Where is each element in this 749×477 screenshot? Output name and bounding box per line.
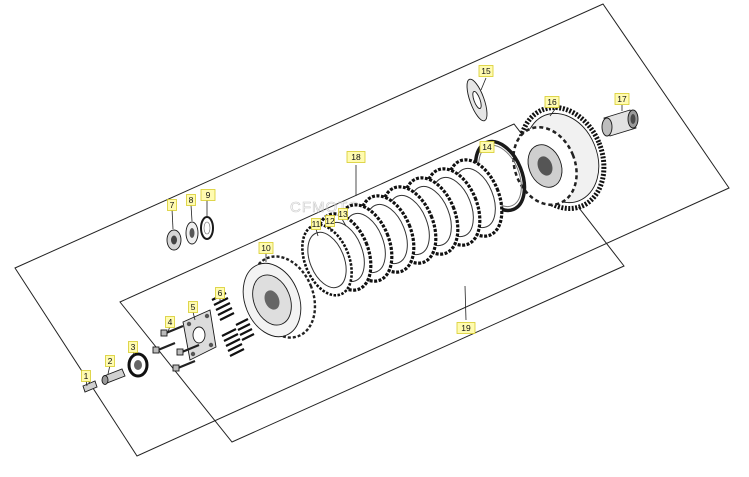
part-4-bolts[interactable]: [152, 324, 200, 372]
callout-10[interactable]: 10: [258, 242, 274, 254]
part-16-clutch-housing[interactable]: [502, 95, 618, 221]
callout-box: [258, 242, 274, 254]
inner-assembly-frame: [119, 123, 625, 443]
callout-number: 2: [108, 356, 113, 366]
callout-box: [544, 96, 560, 108]
callout-box: [479, 141, 495, 153]
callout-3[interactable]: 3: [128, 341, 138, 353]
callout-box: [165, 316, 175, 328]
callout-number: 9: [206, 190, 211, 200]
callout-14[interactable]: 14: [479, 141, 495, 153]
part-2-push-rod[interactable]: [101, 368, 126, 385]
part-5-pressure-plate[interactable]: [182, 309, 217, 361]
callout-15[interactable]: 15: [478, 65, 494, 77]
callout-number: 14: [482, 142, 492, 152]
callout-11[interactable]: 11: [311, 218, 321, 230]
callout-number: 16: [547, 97, 557, 107]
outer-assembly-frame: [14, 3, 730, 457]
part-8-washer[interactable]: [185, 221, 199, 245]
callout-number: 6: [218, 288, 223, 298]
callout-18[interactable]: 18: [346, 151, 366, 163]
callout-12[interactable]: 12: [325, 215, 335, 227]
callout-17[interactable]: 17: [614, 93, 630, 105]
callout-box: [478, 65, 494, 77]
part-6-clutch-springs[interactable]: [211, 292, 255, 357]
callout-box: [128, 341, 138, 353]
callout-number: 3: [131, 342, 136, 352]
callout-1[interactable]: 1: [81, 370, 91, 382]
callout-number: 5: [191, 302, 196, 312]
part-10-clutch-hub[interactable]: [233, 247, 327, 347]
callout-13[interactable]: 13: [338, 208, 348, 220]
callout-number: 7: [170, 200, 175, 210]
callout-number: 19: [461, 323, 471, 333]
part-9-spring-washer[interactable]: [200, 216, 214, 240]
part-15-thrust-washer[interactable]: [463, 77, 491, 123]
callout-number: 13: [338, 209, 348, 219]
callout-2[interactable]: 2: [105, 355, 115, 367]
callout-box: [200, 189, 216, 201]
callout-box: [614, 93, 630, 105]
callout-number: 10: [261, 243, 271, 253]
callout-7[interactable]: 7: [167, 199, 177, 211]
callout-number: 11: [312, 219, 321, 229]
callout-number: 18: [351, 152, 361, 162]
callout-16[interactable]: 16: [544, 96, 560, 108]
callout-5[interactable]: 5: [188, 301, 198, 313]
callout-box: [81, 370, 91, 382]
part-7-lock-nut[interactable]: [166, 229, 182, 251]
callout-box: [188, 301, 198, 313]
callout-19[interactable]: 19: [456, 322, 476, 334]
callout-box: [338, 208, 348, 220]
callout-box: [311, 218, 321, 230]
callout-box: [215, 287, 225, 299]
callout-box: [456, 322, 476, 334]
callout-number: 1: [84, 371, 89, 381]
callout-4[interactable]: 4: [165, 316, 175, 328]
clutch-plate-stack: [301, 158, 504, 297]
part-17-bushing[interactable]: [601, 109, 639, 137]
callout-box: [325, 215, 335, 227]
callout-box: [167, 199, 177, 211]
callout-box: [346, 151, 366, 163]
callout-box: [105, 355, 115, 367]
part-3-bearing[interactable]: [127, 352, 149, 378]
callout-number: 8: [189, 195, 194, 205]
callout-9[interactable]: 9: [200, 189, 216, 201]
part-1-pin[interactable]: [82, 380, 98, 393]
callout-number: 17: [617, 94, 627, 104]
callout-number: 12: [325, 216, 335, 226]
callout-8[interactable]: 8: [186, 194, 196, 206]
callout-number: 4: [168, 317, 173, 327]
callout-6[interactable]: 6: [215, 287, 225, 299]
callout-number: 15: [481, 66, 491, 76]
callout-box: [186, 194, 196, 206]
